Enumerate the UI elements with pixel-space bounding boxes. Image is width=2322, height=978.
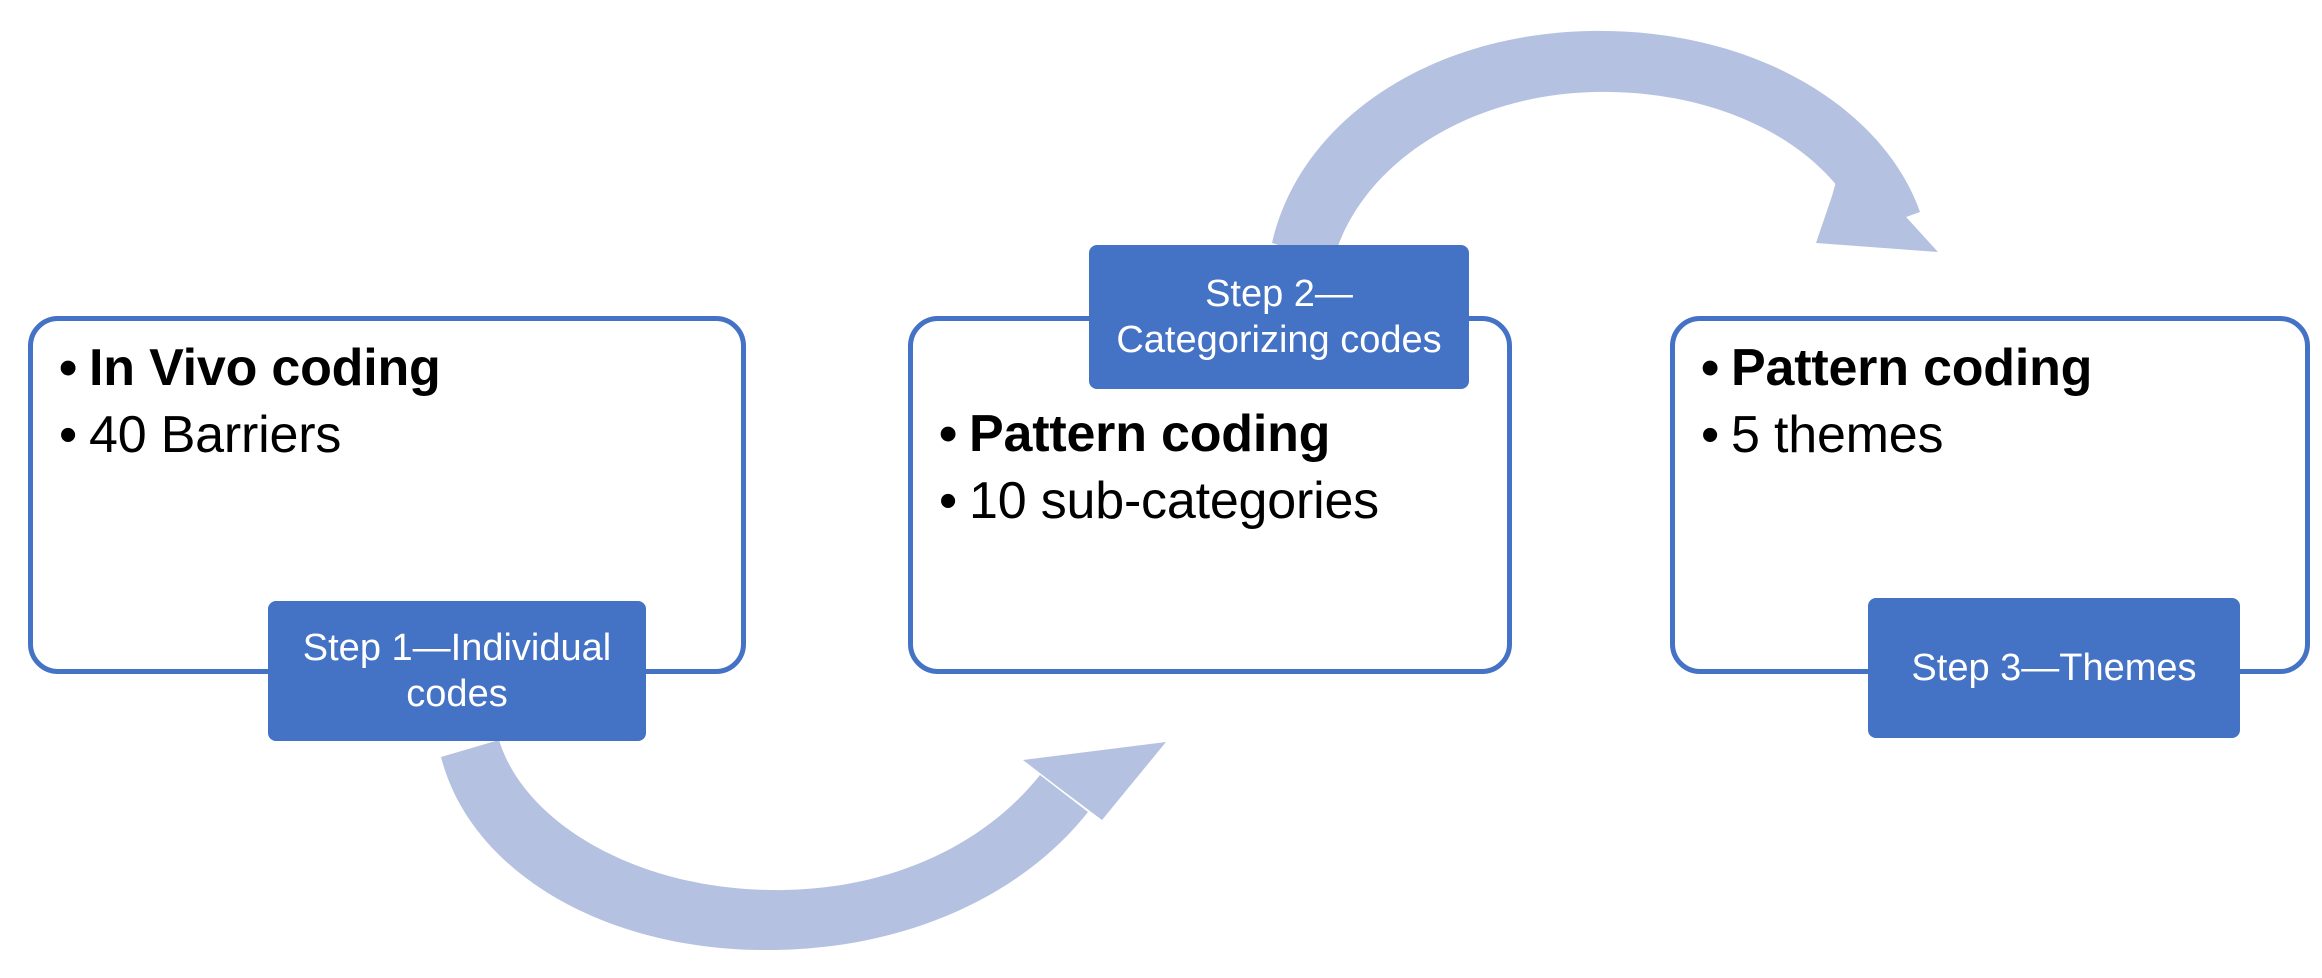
bullet-glyph: • xyxy=(1701,405,1720,464)
step-badge-1[interactable]: Step 1—Individual codes xyxy=(268,601,646,741)
bullet-glyph: • xyxy=(59,339,78,397)
step-badge-2-line-2: Categorizing codes xyxy=(1116,319,1442,361)
stage-3-content: •Pattern coding •5 themes xyxy=(1675,335,2305,468)
step-badge-1-line-2: codes xyxy=(406,673,508,715)
stage-box-2[interactable]: •Pattern coding •10 sub-categories xyxy=(908,316,1512,674)
stage-1-bullet-2: •40 Barriers xyxy=(59,402,715,469)
step-badge-2[interactable]: Step 2— Categorizing codes xyxy=(1089,245,1469,389)
stage-1-content: •In Vivo coding •40 Barriers xyxy=(33,335,741,468)
step-badge-3-line-1: Step 3—Themes xyxy=(1911,646,2197,689)
bullet-glyph: • xyxy=(1701,339,1720,397)
bullet-glyph: • xyxy=(59,405,78,464)
step-badge-1-line-1: Step 1—Individual xyxy=(302,626,612,669)
stage-3-bullet-1: •Pattern coding xyxy=(1701,335,2279,402)
bullet-glyph: • xyxy=(939,471,958,530)
stage-2-content: •Pattern coding •10 sub-categories xyxy=(913,401,1507,534)
stage-3-bullet-2: •5 themes xyxy=(1701,402,2279,469)
step-badge-2-line-1: Step 2— xyxy=(1205,272,1353,315)
bullet-glyph: • xyxy=(939,405,958,463)
stage-2-bullet-1: •Pattern coding xyxy=(939,401,1481,468)
arrow-step1-to-step2-icon xyxy=(441,740,1166,951)
arrow-step2-to-step3-icon xyxy=(1272,30,1938,263)
stage-2-bullet-2: •10 sub-categories xyxy=(939,468,1481,535)
step-badge-3[interactable]: Step 3—Themes xyxy=(1868,598,2240,738)
stage-1-bullet-1: •In Vivo coding xyxy=(59,335,715,402)
